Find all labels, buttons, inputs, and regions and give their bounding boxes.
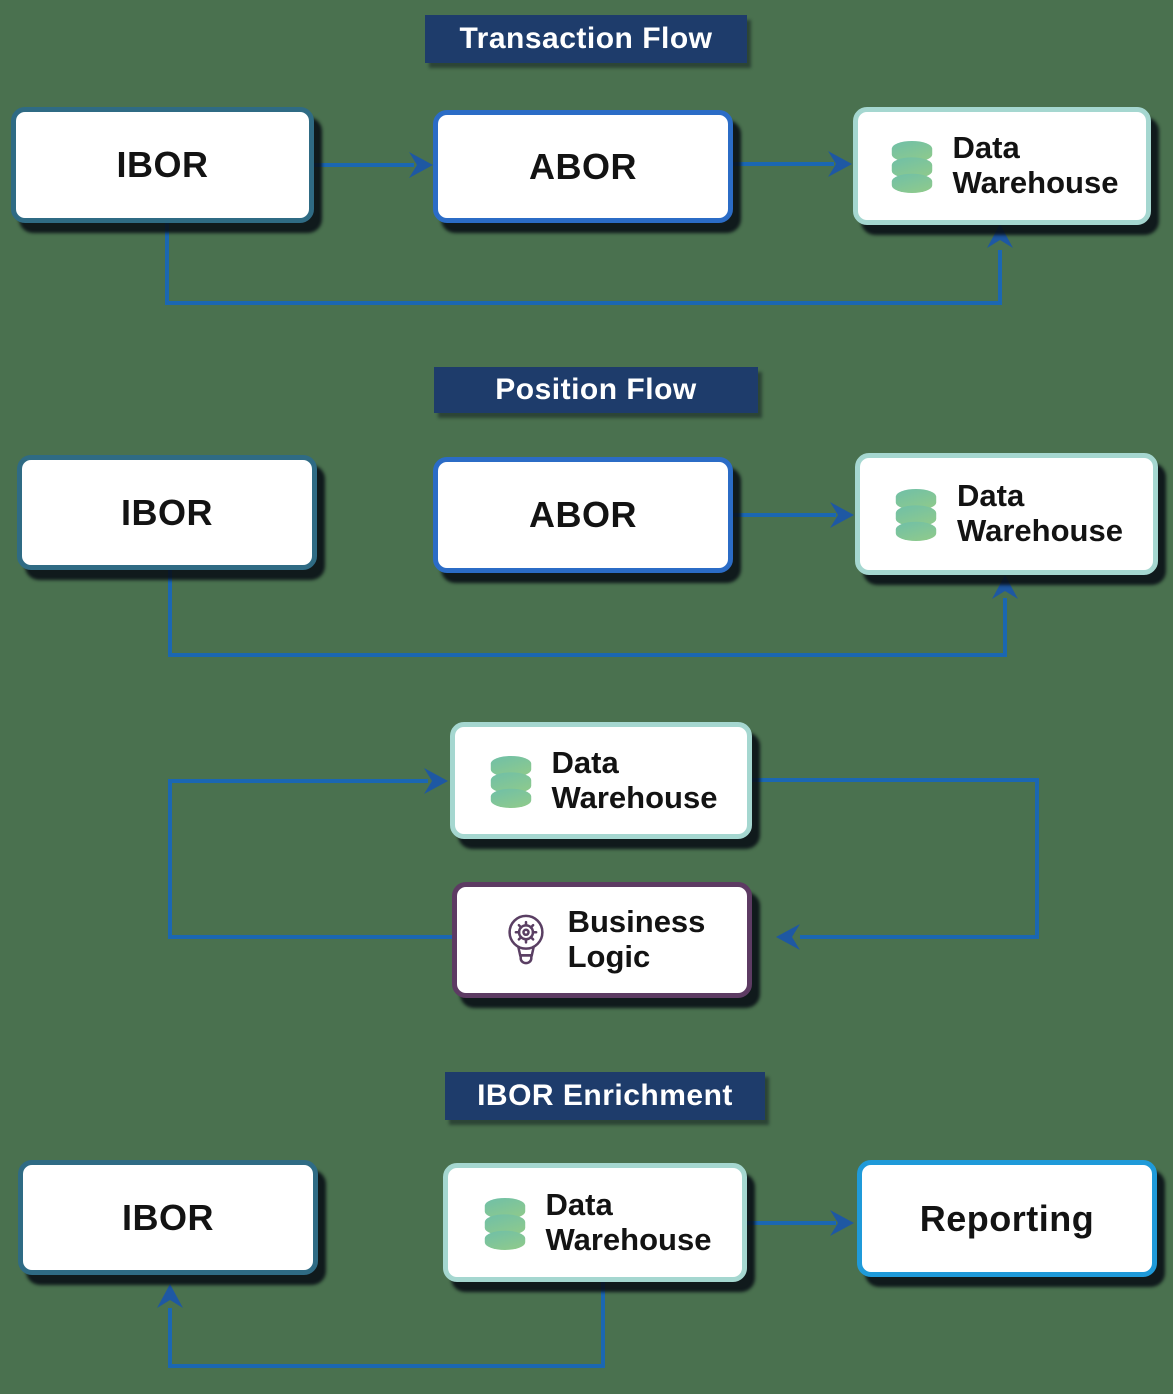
node-abor-position: ABOR: [433, 457, 733, 573]
node-label: IBOR: [121, 492, 213, 534]
database-icon: [890, 486, 942, 542]
lightbulb-gear-icon: [499, 909, 553, 971]
label-line2: Warehouse: [546, 1222, 712, 1257]
node-data-warehouse-loop: Data Warehouse: [450, 722, 752, 839]
node-reporting: Reporting: [857, 1160, 1157, 1277]
database-icon: [886, 138, 938, 194]
node-label: ABOR: [529, 146, 637, 188]
section-title-position-flow: Position Flow: [434, 367, 758, 413]
node-label: IBOR: [122, 1197, 214, 1239]
node-label: Business Logic: [568, 905, 706, 974]
node-label: Data Warehouse: [953, 131, 1119, 200]
edge-loop-dw-to-bl: [752, 780, 1037, 937]
label-line1: Data: [552, 745, 619, 780]
label-line1: Data: [957, 478, 1024, 513]
node-ibor-transaction: IBOR: [11, 107, 314, 223]
section-title-transaction-flow: Transaction Flow: [425, 15, 747, 63]
node-business-logic: Business Logic: [452, 882, 752, 998]
arrowhead-up-ie-ibor: [157, 1284, 183, 1308]
database-icon: [479, 1195, 531, 1251]
node-ibor-enrichment: IBOR: [18, 1160, 318, 1275]
edge-loop-bl-to-dw: [170, 781, 452, 937]
label-line1: Business: [568, 904, 706, 939]
node-ibor-position: IBOR: [17, 455, 317, 570]
label-line2: Warehouse: [953, 165, 1119, 200]
edge-tf-feedback-ibor-to-dw: [167, 222, 1000, 303]
node-label: Reporting: [920, 1198, 1094, 1240]
node-label: Data Warehouse: [546, 1188, 712, 1257]
node-label: Data Warehouse: [957, 479, 1123, 548]
arrowhead-up-pf-dw: [992, 575, 1018, 599]
arrowhead-up-tf-dw: [987, 224, 1013, 248]
node-data-warehouse-transaction: Data Warehouse: [853, 107, 1151, 225]
node-label: ABOR: [529, 494, 637, 536]
edge-pf-feedback-ibor-to-dw: [170, 568, 1005, 655]
node-abor-transaction: ABOR: [433, 110, 733, 223]
database-icon: [485, 753, 537, 809]
edge-ie-feedback-dw-to-ibor: [170, 1280, 603, 1366]
label-line2: Warehouse: [957, 513, 1123, 548]
arrowhead-into-bl: [776, 924, 800, 950]
section-title-ibor-enrichment: IBOR Enrichment: [445, 1072, 765, 1120]
label-line1: Data: [546, 1187, 613, 1222]
label-line2: Warehouse: [552, 780, 718, 815]
node-data-warehouse-enrichment: Data Warehouse: [443, 1163, 747, 1282]
node-data-warehouse-position: Data Warehouse: [855, 453, 1158, 575]
node-label: IBOR: [117, 144, 209, 186]
label-line1: Data: [953, 130, 1020, 165]
label-line2: Logic: [568, 939, 651, 974]
node-label: Data Warehouse: [552, 746, 718, 815]
